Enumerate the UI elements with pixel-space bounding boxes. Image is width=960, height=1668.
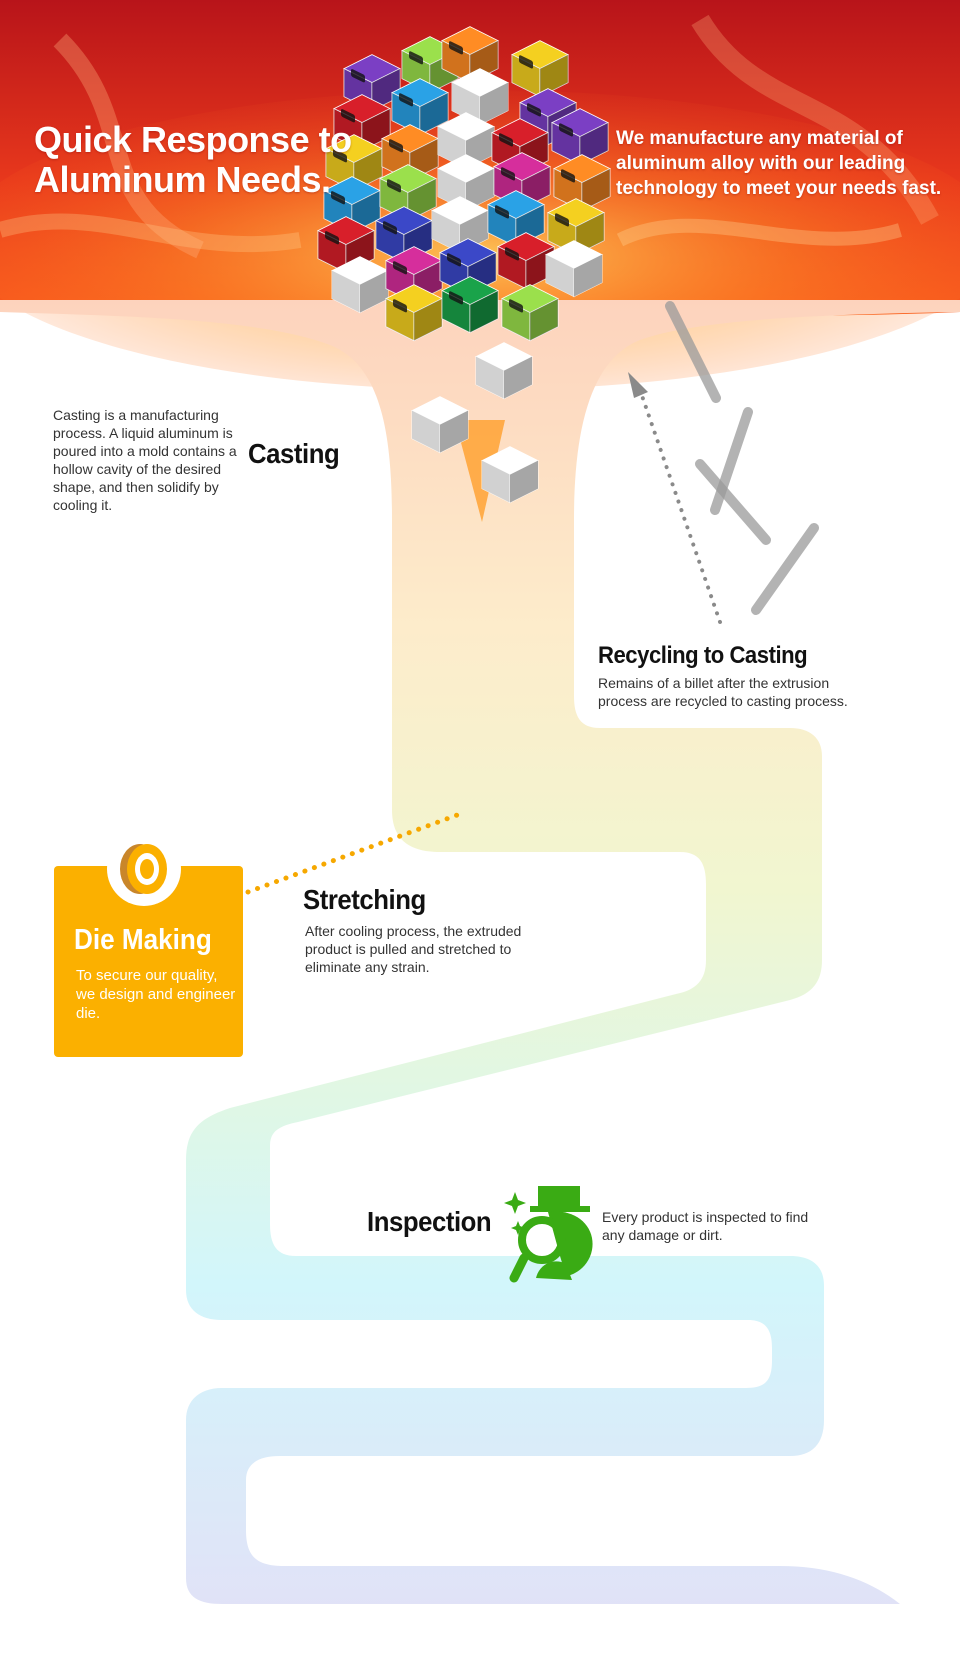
die-ring-icon	[120, 844, 167, 894]
vehicle-cube-cluster	[317, 26, 611, 504]
cube-icon	[385, 284, 443, 342]
cube-icon	[441, 276, 499, 334]
cube-icon	[551, 108, 609, 166]
cube-icon	[487, 190, 545, 248]
die-connector-dots	[245, 811, 463, 895]
cube-icon	[379, 164, 437, 222]
recycle-arrow	[628, 372, 722, 624]
stretching-title: Stretching	[303, 884, 426, 915]
cube-icon	[411, 396, 469, 454]
stretching-description: After cooling process, the extruded prod…	[305, 923, 522, 975]
cube-icon	[391, 78, 449, 136]
funnel-tip	[455, 420, 505, 522]
title-line-1: Quick Response to	[34, 119, 352, 160]
hero-description: We manufacture any material of aluminum …	[616, 128, 942, 199]
magnifier-worker-icon	[504, 1186, 593, 1283]
cube-icon	[511, 40, 569, 98]
recycling-description: Remains of a billet after the extrusion …	[598, 675, 848, 709]
process-flow-ribbon	[0, 300, 960, 1604]
cube-icon	[451, 68, 509, 126]
cube-icon	[439, 238, 497, 296]
inspection-description: Every product is inspected to find any d…	[602, 1209, 809, 1243]
cube-icon	[481, 446, 539, 504]
cube-icon	[501, 284, 559, 342]
die-badge	[107, 832, 181, 906]
cube-icon	[475, 342, 533, 400]
casting-title: Casting	[248, 438, 340, 469]
die-making-title: Die Making	[74, 924, 212, 956]
cube-icon	[437, 154, 495, 212]
title-line-2: Aluminum Needs.	[34, 159, 331, 200]
inspection-title: Inspection	[367, 1206, 492, 1237]
cube-icon	[441, 26, 499, 84]
casting-description: Casting is a manufacturing process. A li…	[53, 407, 237, 513]
cube-icon	[323, 176, 381, 234]
cube-icon	[331, 256, 389, 314]
recycle-bars	[665, 301, 819, 615]
recycling-title: Recycling to Casting	[598, 642, 808, 669]
die-making-description: To secure our quality, we design and eng…	[76, 967, 236, 1022]
cube-icon	[545, 240, 603, 298]
page-title: Quick Response to Aluminum Needs.	[34, 120, 354, 200]
